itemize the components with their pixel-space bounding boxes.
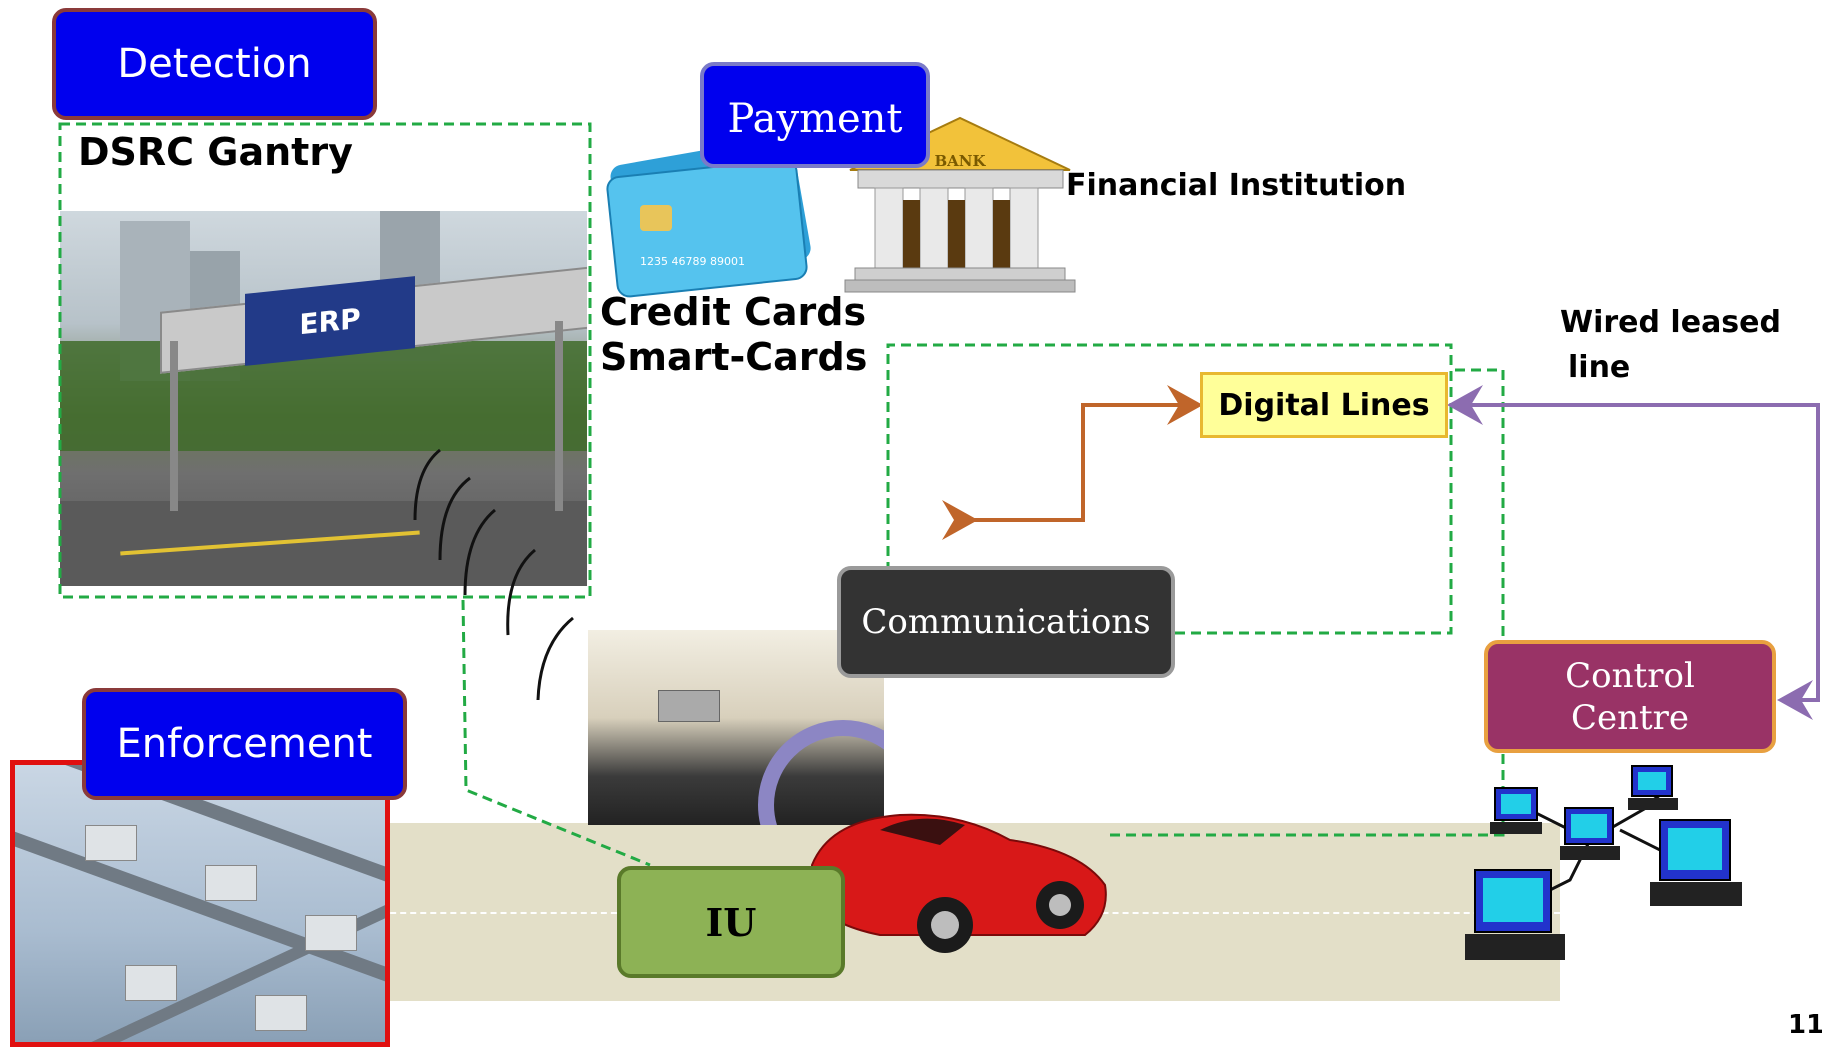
control-centre-label-line2: Centre: [1570, 697, 1690, 738]
financial-institution-label: Financial Institution: [1066, 168, 1407, 203]
bank-building-icon: [844, 116, 1076, 293]
wireless-signal-arc: [536, 616, 574, 701]
page-number: 11: [1788, 1010, 1822, 1040]
enforcement-label: Enforcement: [116, 721, 373, 767]
detection-box: Detection: [52, 8, 377, 120]
computer-icon: [1490, 787, 1542, 834]
communications-label: Communications: [861, 602, 1151, 642]
detection-dashed-box: [58, 122, 592, 599]
computer-icon: [1560, 807, 1620, 860]
digital-lines-box: Digital Lines: [1200, 372, 1448, 438]
dsrc-gantry-photo: ERP: [60, 211, 587, 586]
wireless-signal-arc: [463, 508, 496, 596]
wireless-signal-arc: [506, 548, 536, 636]
wireless-signal-arc: [413, 448, 441, 521]
card-number-text: 1235 46789 89001: [640, 255, 745, 268]
control-centre-label-line1: Control: [1565, 655, 1695, 696]
road-surface: [60, 501, 587, 586]
iu-device: [658, 690, 720, 722]
gantry-pole: [170, 341, 178, 511]
camera-unit: [125, 965, 177, 1001]
computer-icon: [1465, 869, 1565, 960]
gantry-pole: [555, 321, 563, 511]
camera-unit: [305, 915, 357, 951]
control-dashed-line: [1110, 368, 1505, 837]
payment-box: Payment: [700, 62, 930, 168]
credit-card-icon: [606, 136, 811, 298]
enforcement-box: Enforcement: [82, 688, 407, 800]
computer-icon: [1650, 819, 1742, 906]
gantry-to-iu-dashed-line: [461, 599, 651, 867]
in-vehicle-unit-photo: [588, 630, 884, 825]
credit-cards-label: Credit Cards: [600, 290, 867, 334]
dsrc-gantry-label: DSRC Gantry: [78, 130, 353, 174]
payment-label: Payment: [727, 96, 903, 142]
computer-icon: [1628, 765, 1678, 810]
detection-label: Detection: [117, 41, 312, 87]
iu-box: IU: [617, 866, 845, 978]
camera-unit: [85, 825, 137, 861]
orange-bidirectional-arrow: [942, 385, 1203, 540]
communications-dashed-box: [886, 343, 1453, 635]
camera-unit: [255, 995, 307, 1031]
wired-leased-line-label-2: line: [1568, 350, 1631, 385]
smart-cards-label: Smart-Cards: [600, 335, 868, 379]
wired-leased-line-label-1: Wired leased: [1560, 305, 1781, 340]
control-centre-box: Control Centre: [1484, 640, 1776, 753]
camera-unit: [205, 865, 257, 901]
digital-lines-label: Digital Lines: [1218, 387, 1430, 423]
enforcement-camera-photo: [10, 760, 390, 1047]
bank-sign-text: BANK: [934, 152, 986, 170]
tree-line: [60, 341, 587, 451]
communications-box: Communications: [837, 566, 1175, 678]
wireless-signal-arc: [438, 476, 471, 561]
iu-label: IU: [705, 899, 757, 945]
sports-car-icon: [811, 813, 1107, 953]
